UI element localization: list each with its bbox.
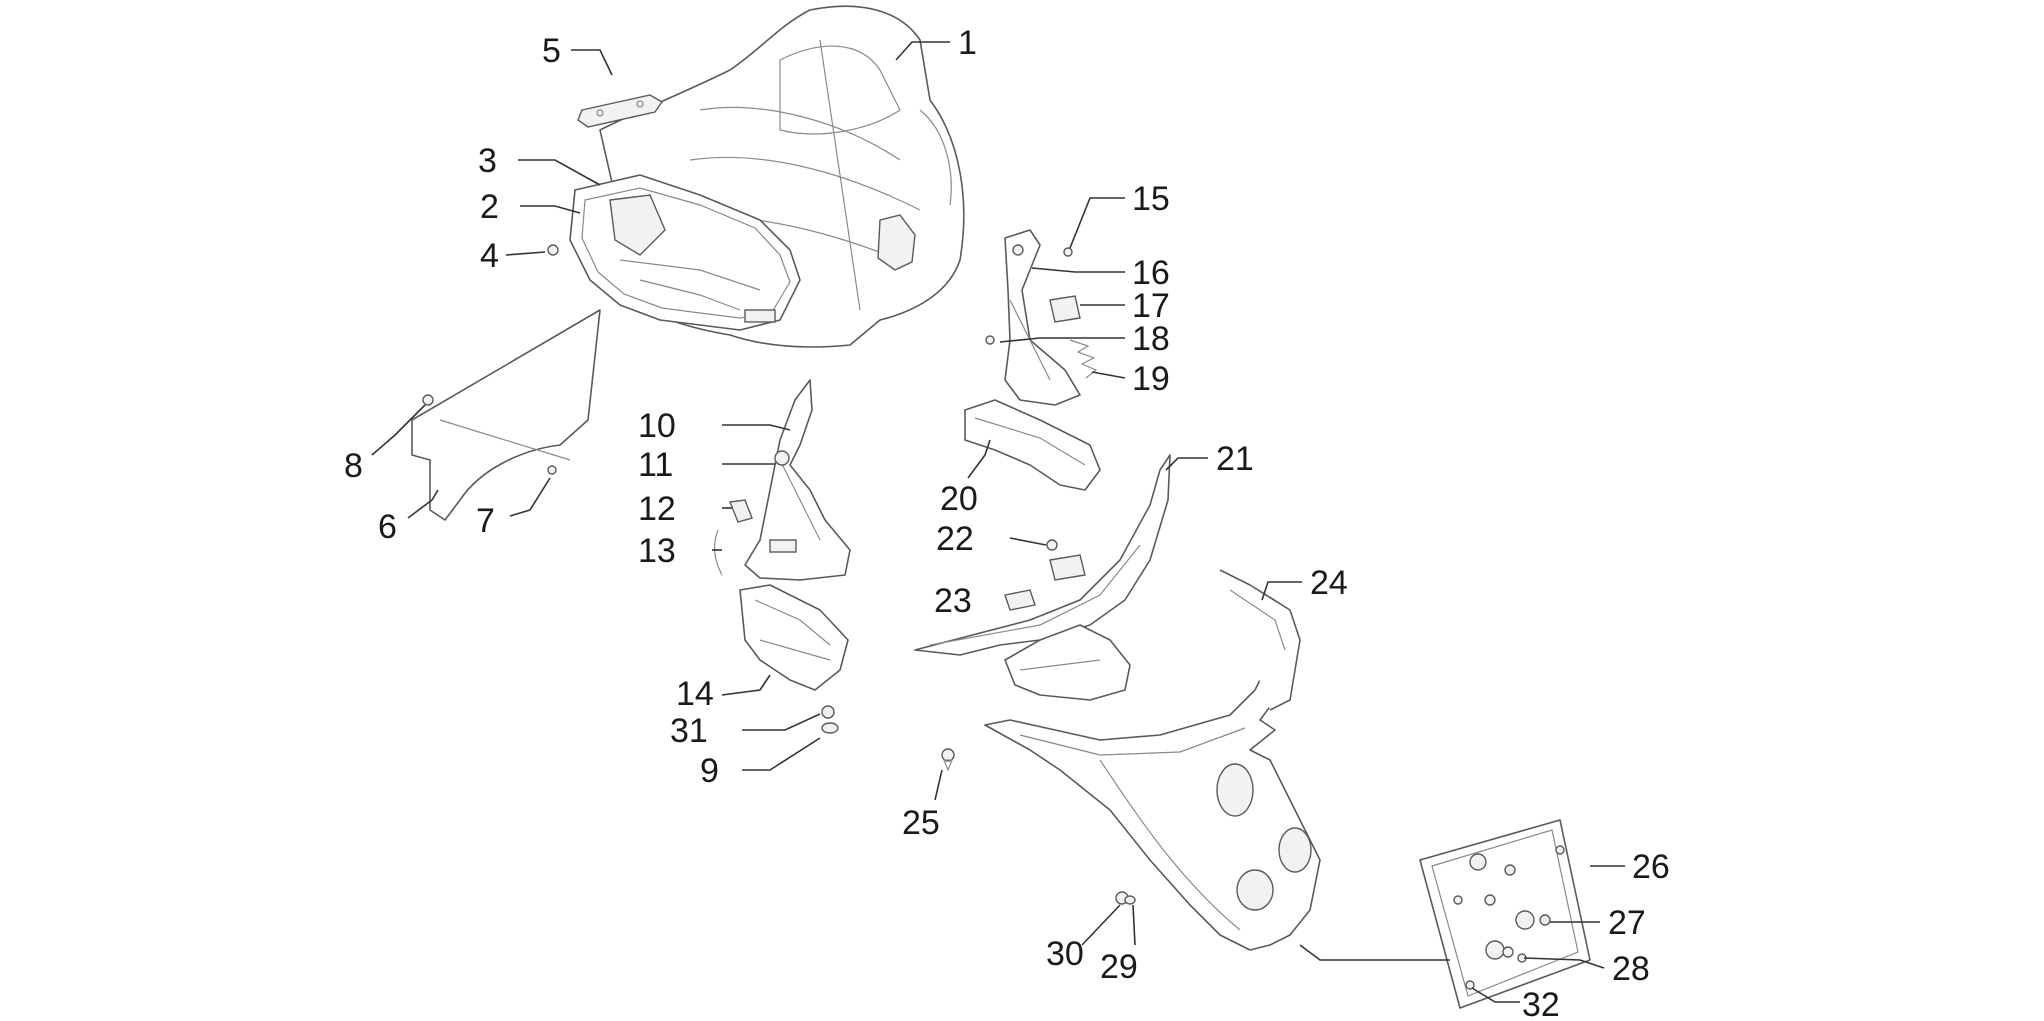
callout-7: 7 [476,502,495,540]
callout-24: 24 [1310,564,1348,602]
callout-28: 28 [1612,950,1650,988]
callout-27: 27 [1608,904,1646,942]
part-22-23-fasteners [1004,539,1058,611]
leader-9 [742,737,821,771]
part-20-right-cover [964,399,1101,491]
leader-19 [1091,371,1126,379]
part-9-31-washers [821,705,839,734]
part-10-13-left-bracket [713,379,851,581]
leader-15 [1069,197,1125,249]
leader-32 [1471,987,1520,1003]
callout-5: 5 [542,32,561,70]
callout-1: 1 [958,24,977,62]
leader-21 [1165,457,1208,471]
callout-23: 23 [934,582,972,620]
part-21-grab-rail [914,454,1171,656]
leader-31 [742,713,821,731]
leader-5 [571,49,613,76]
leader-7 [509,477,551,517]
callout-6: 6 [378,508,397,546]
leader-24 [1261,581,1302,601]
part-4-screw [547,244,559,256]
callout-15: 15 [1132,180,1170,218]
part-26-license-plate-holder [1419,819,1591,1009]
callout-11: 11 [638,446,673,484]
leader-3 [518,159,601,186]
leader-16 [1031,267,1125,273]
part-5-badge [577,94,664,128]
callout-4: 4 [480,237,499,275]
leader-25 [934,769,943,801]
callout-16: 16 [1132,254,1170,292]
callout-26: 26 [1632,848,1670,886]
callout-3: 3 [478,142,497,180]
leader-8 [371,404,426,456]
part-14-left-cover [739,584,849,691]
callout-labels: 1 2 3 4 5 6 7 8 9 10 11 12 13 14 15 16 1… [344,24,1670,1021]
leader-4 [505,251,546,256]
leader-26-to-fender [1299,944,1450,961]
leader-14 [721,674,771,696]
leader-2 [520,205,581,214]
leader-lines [371,41,1625,1003]
callout-30: 30 [1046,935,1084,973]
callout-14: 14 [676,675,714,713]
callout-9: 9 [700,752,719,790]
callout-25: 25 [902,804,940,842]
leader-20 [967,439,991,479]
callout-22: 22 [936,520,974,558]
callout-20: 20 [940,480,978,518]
callout-8: 8 [344,447,363,485]
leader-28 [1523,957,1605,969]
part-29-30-nut [1115,891,1136,905]
part-24-rear-housing [1004,624,1131,701]
callout-17: 17 [1132,287,1170,325]
callout-18: 18 [1132,320,1170,358]
leader-1 [895,41,950,61]
leader-18 [999,337,1125,343]
callout-21: 21 [1216,440,1254,478]
leader-29 [1132,904,1136,946]
leader-6 [407,489,439,519]
callout-32: 32 [1522,986,1560,1021]
part-27-28-32-plate-fasteners [1465,946,1527,990]
callout-13: 13 [638,532,676,570]
part-25-screw [941,748,955,772]
part-6-7-8-side-panel [411,309,601,521]
callout-12: 12 [638,490,676,528]
callout-2: 2 [480,188,499,226]
callout-10: 10 [638,407,676,445]
part-24-rear-fender [984,569,1321,951]
callout-19: 19 [1132,360,1170,398]
leader-30 [1081,904,1121,946]
callout-29: 29 [1100,948,1138,986]
callout-31: 31 [670,712,708,750]
leader-10 [722,424,791,431]
part-15-19-right-bracket [985,229,1098,406]
leader-22 [1009,537,1047,546]
part-2-3-inner-frame [569,174,801,331]
